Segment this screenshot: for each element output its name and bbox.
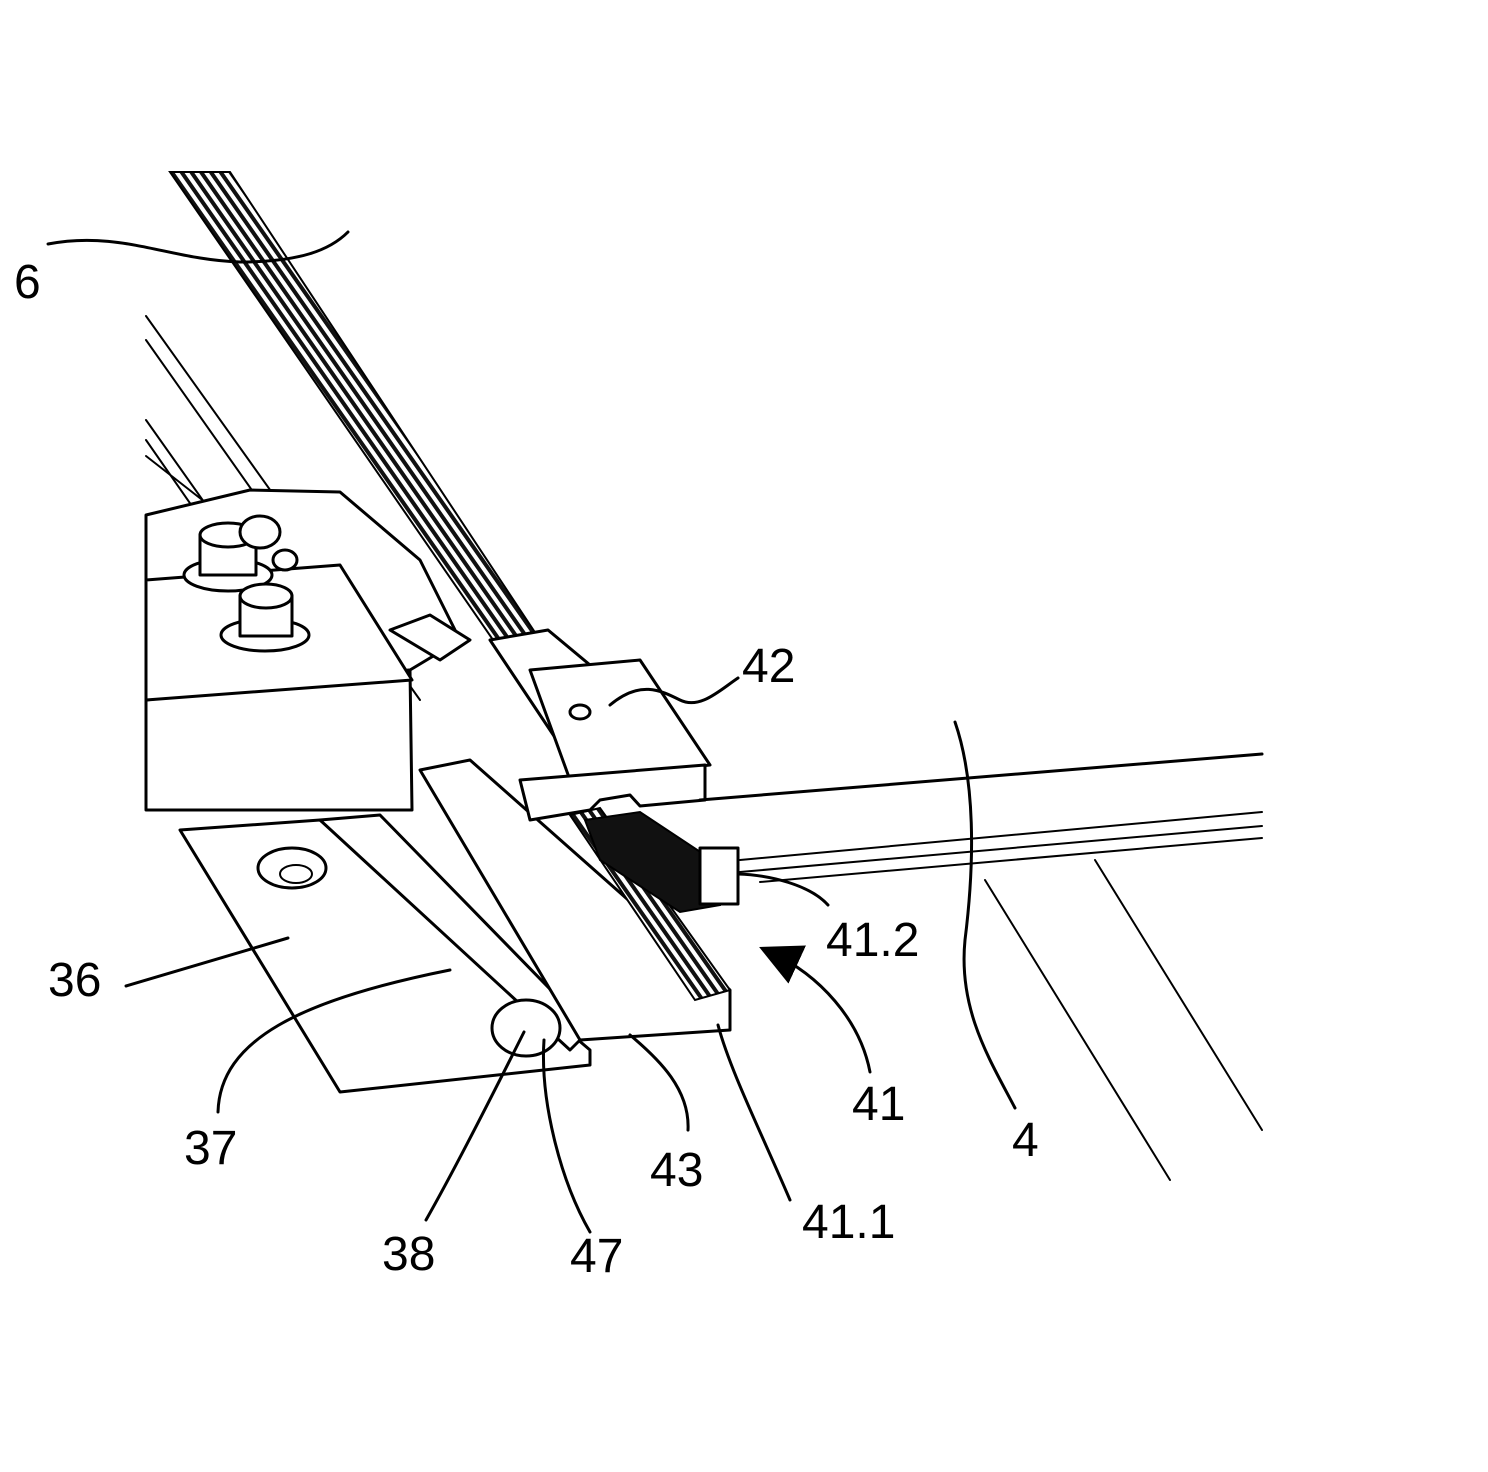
leader-41-arrow [770, 952, 870, 1072]
clamp-bracket [146, 490, 470, 810]
label-4: 4 [1012, 1114, 1039, 1167]
label-41-1: 41.1 [802, 1196, 895, 1249]
leader-43 [630, 1035, 688, 1130]
leader-41-2 [738, 874, 828, 905]
label-41-2: 41.2 [826, 914, 919, 967]
label-42: 42 [742, 640, 795, 693]
slat-4 [700, 754, 1262, 1180]
label-47: 47 [570, 1230, 623, 1283]
label-43: 43 [650, 1144, 703, 1197]
rail-hole-38 [492, 1000, 560, 1056]
label-38: 38 [382, 1228, 435, 1281]
carriage-42 [490, 630, 710, 820]
label-6: 6 [14, 256, 41, 309]
label-37: 37 [184, 1122, 237, 1175]
leader-6 [48, 232, 348, 262]
label-41: 41 [852, 1078, 905, 1131]
leader-41-1 [718, 1025, 790, 1200]
label-36: 36 [48, 954, 101, 1007]
